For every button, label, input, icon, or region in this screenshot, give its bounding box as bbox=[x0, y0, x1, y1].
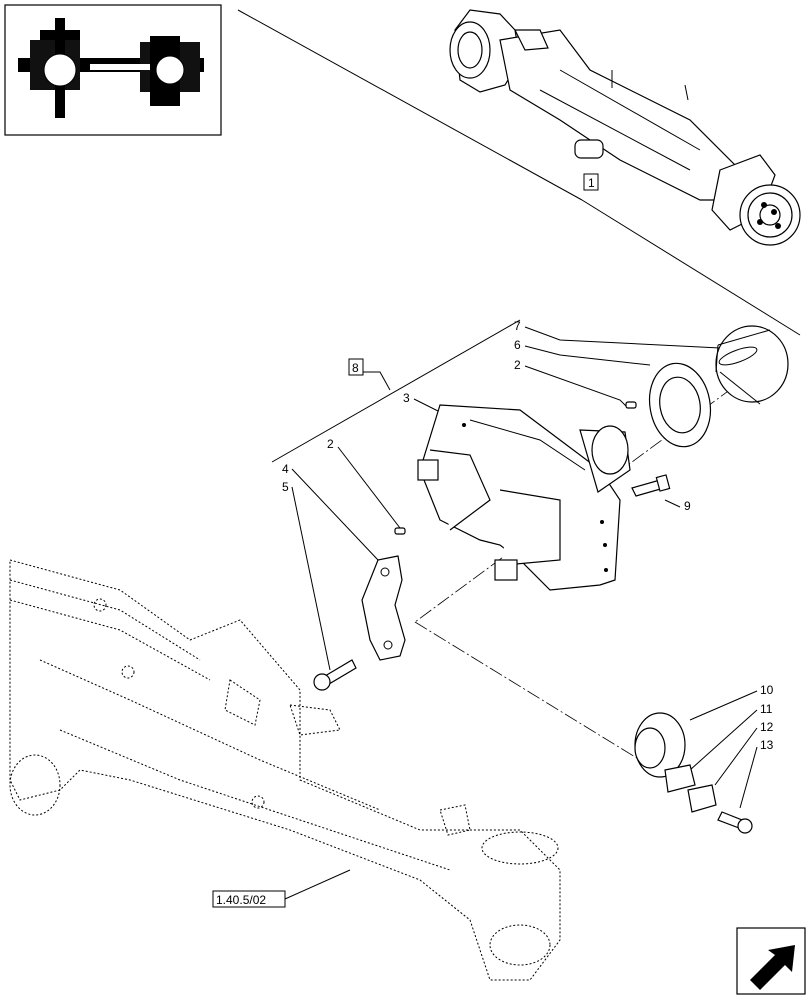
callout-9: 9 bbox=[684, 499, 691, 513]
callout-2-top: 2 bbox=[514, 358, 521, 372]
shim-6 bbox=[648, 362, 712, 448]
cap-4 bbox=[361, 555, 406, 661]
ring-nut-10 bbox=[634, 712, 686, 778]
axle-casing-dotted bbox=[9, 559, 561, 981]
screw-13 bbox=[717, 811, 753, 834]
callout-13: 13 bbox=[760, 738, 774, 752]
callout-12: 12 bbox=[760, 720, 774, 734]
bushing-7 bbox=[715, 325, 789, 405]
reference-label[interactable]: 1.40.5/02 bbox=[216, 893, 266, 907]
callout-2-left: 2 bbox=[327, 437, 334, 451]
callout-6: 6 bbox=[514, 338, 521, 352]
callout-7: 7 bbox=[514, 319, 521, 333]
bolt-9 bbox=[631, 474, 671, 497]
callout-10: 10 bbox=[760, 683, 774, 697]
pin-2-top bbox=[625, 401, 637, 409]
pin-2-left bbox=[394, 527, 406, 535]
callout-11: 11 bbox=[760, 702, 773, 716]
next-page-arrow-icon[interactable] bbox=[736, 927, 806, 995]
callout-box-1 bbox=[583, 173, 599, 191]
callout-5: 5 bbox=[282, 480, 289, 494]
lock-plate-11 bbox=[664, 764, 696, 793]
callout-4: 4 bbox=[282, 462, 289, 476]
callout-8: 8 bbox=[352, 361, 359, 375]
callout-1: 1 bbox=[588, 176, 595, 190]
bolt-5 bbox=[313, 659, 357, 691]
axle-assembly-overview bbox=[449, 9, 801, 246]
housing-3 bbox=[417, 404, 631, 591]
axle-thumbnail-icon bbox=[4, 4, 222, 136]
callout-box-8 bbox=[348, 358, 364, 376]
callout-3: 3 bbox=[403, 391, 410, 405]
washer-12 bbox=[687, 784, 717, 813]
